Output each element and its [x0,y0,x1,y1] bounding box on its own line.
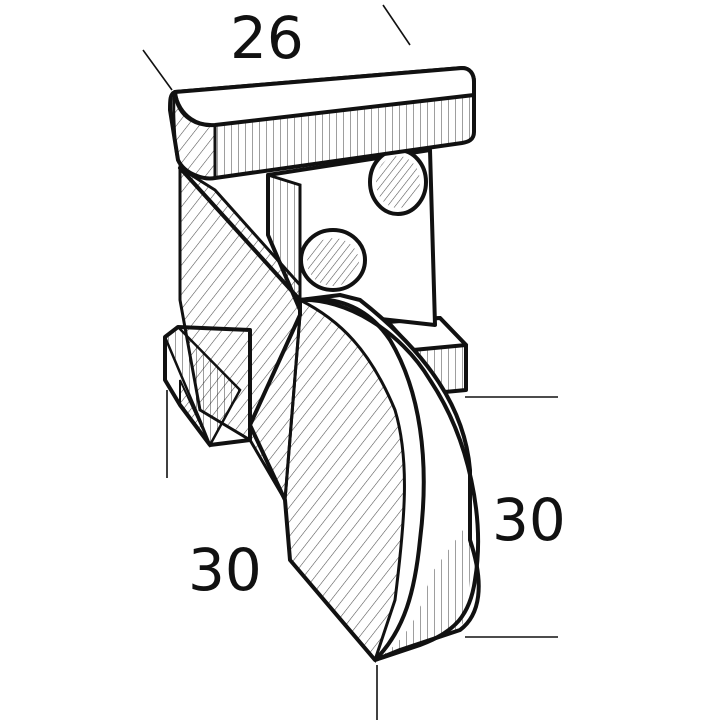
dimension-lines [142,4,558,720]
top-cap [168,66,476,181]
ext-line-top-right [382,4,411,46]
dimension-right-height: 30 [492,486,566,554]
dimension-left-height: 30 [188,536,262,604]
rear-upright [266,148,437,327]
dimension-top-width: 26 [230,4,304,72]
ext-line-top-left [142,49,173,91]
hook-body [178,165,481,663]
